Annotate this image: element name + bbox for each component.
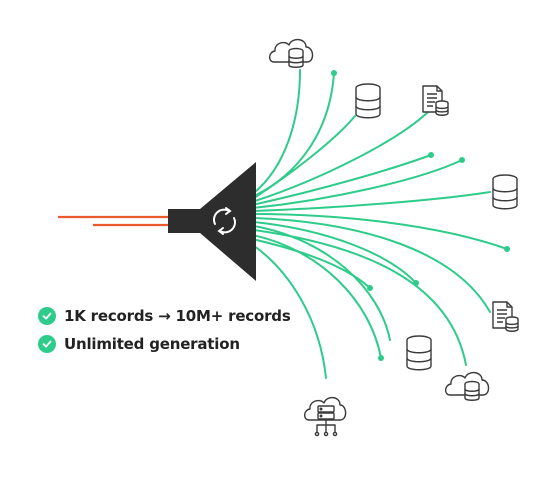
feature-item-records: 1K records → 10M+ records <box>38 302 291 330</box>
output-branches <box>249 69 508 379</box>
funnel-shape <box>168 162 256 281</box>
branch-endpoint-dot <box>428 152 434 158</box>
branch-to-database-3 <box>253 225 391 341</box>
branch-to-document-db-2 <box>253 217 491 313</box>
check-circle-icon <box>38 335 56 353</box>
cloud-server-network-icon <box>303 396 347 437</box>
branch-endpoints <box>331 70 510 361</box>
input-lines <box>58 215 172 227</box>
branch-to-dot-4 <box>253 213 508 250</box>
output-icons <box>268 38 519 437</box>
sync-arrows-icon <box>213 207 236 235</box>
feature-item-generation: Unlimited generation <box>38 330 291 358</box>
branch-endpoint-dot <box>413 280 419 286</box>
branch-to-cloud-server <box>249 242 327 379</box>
branch-to-cloud-db <box>249 69 301 197</box>
branch-endpoint-dot <box>378 355 384 361</box>
document-database-icon <box>492 301 519 332</box>
branch-endpoint-dot <box>504 246 510 252</box>
branch-to-database-1 <box>250 115 356 201</box>
cloud-database-icon <box>268 38 314 68</box>
branch-to-dot-7 <box>251 238 371 289</box>
database-icon <box>492 174 518 210</box>
branch-to-document-db-1 <box>251 109 431 203</box>
document-database-icon <box>422 85 449 116</box>
database-icon <box>406 335 432 371</box>
feature-text: Unlimited generation <box>64 335 240 353</box>
check-circle-icon <box>38 307 56 325</box>
branch-endpoint-dot <box>331 70 337 76</box>
cloud-database-icon <box>444 371 490 401</box>
branch-to-cloud-db-2 <box>253 229 467 366</box>
branch-endpoint-dot <box>459 157 465 163</box>
branch-to-dot-5 <box>253 221 417 284</box>
branch-to-dot-2 <box>251 154 432 206</box>
database-icon <box>355 83 381 119</box>
branch-to-dot-1 <box>249 72 335 199</box>
funnel <box>168 162 256 281</box>
branch-to-database-2 <box>253 191 491 212</box>
branch-to-dot-3 <box>252 159 463 209</box>
feature-text: 1K records → 10M+ records <box>64 307 291 325</box>
feature-list: 1K records → 10M+ records Unlimited gene… <box>38 302 291 358</box>
branch-endpoint-dot <box>367 285 373 291</box>
branch-to-dot-6 <box>252 234 382 359</box>
